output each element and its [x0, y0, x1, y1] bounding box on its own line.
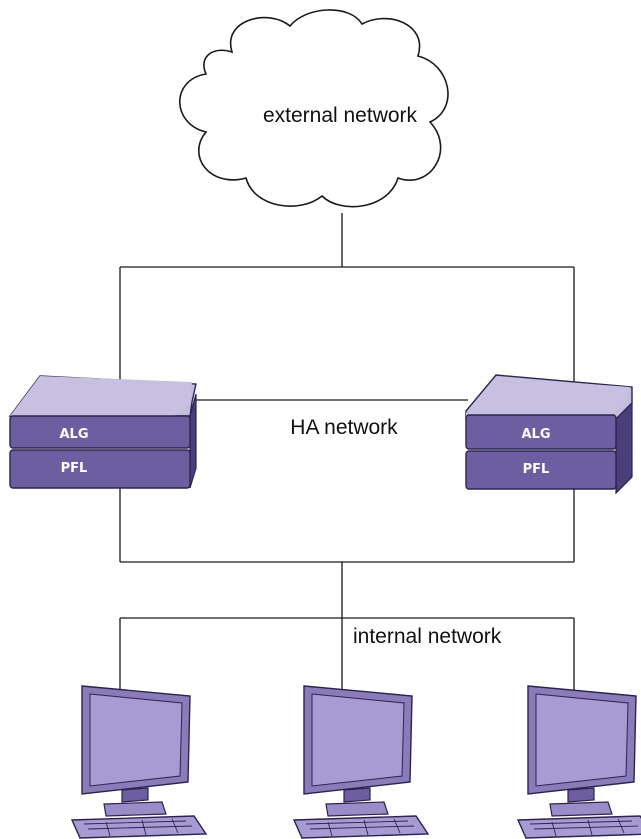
- workstation-left: [71, 685, 207, 839]
- workstation-right: [517, 685, 641, 839]
- external-network-label: external network: [263, 104, 418, 127]
- firewall-right-bottom-label: PFL: [523, 462, 550, 477]
- workstation-center: [293, 685, 429, 839]
- firewall-left: ALG PFL: [8, 375, 197, 489]
- firewall-left-bottom-label: PFL: [61, 461, 88, 476]
- internal-network-label: internal network: [353, 625, 502, 648]
- firewall-right: ALG PFL: [465, 374, 633, 495]
- network-wiring: [119, 213, 575, 692]
- firewall-left-top-label: ALG: [59, 427, 88, 442]
- ha-network-label: HA network: [290, 416, 398, 439]
- external-network-cloud: external network: [179, 9, 449, 208]
- firewall-right-top-label: ALG: [521, 427, 550, 442]
